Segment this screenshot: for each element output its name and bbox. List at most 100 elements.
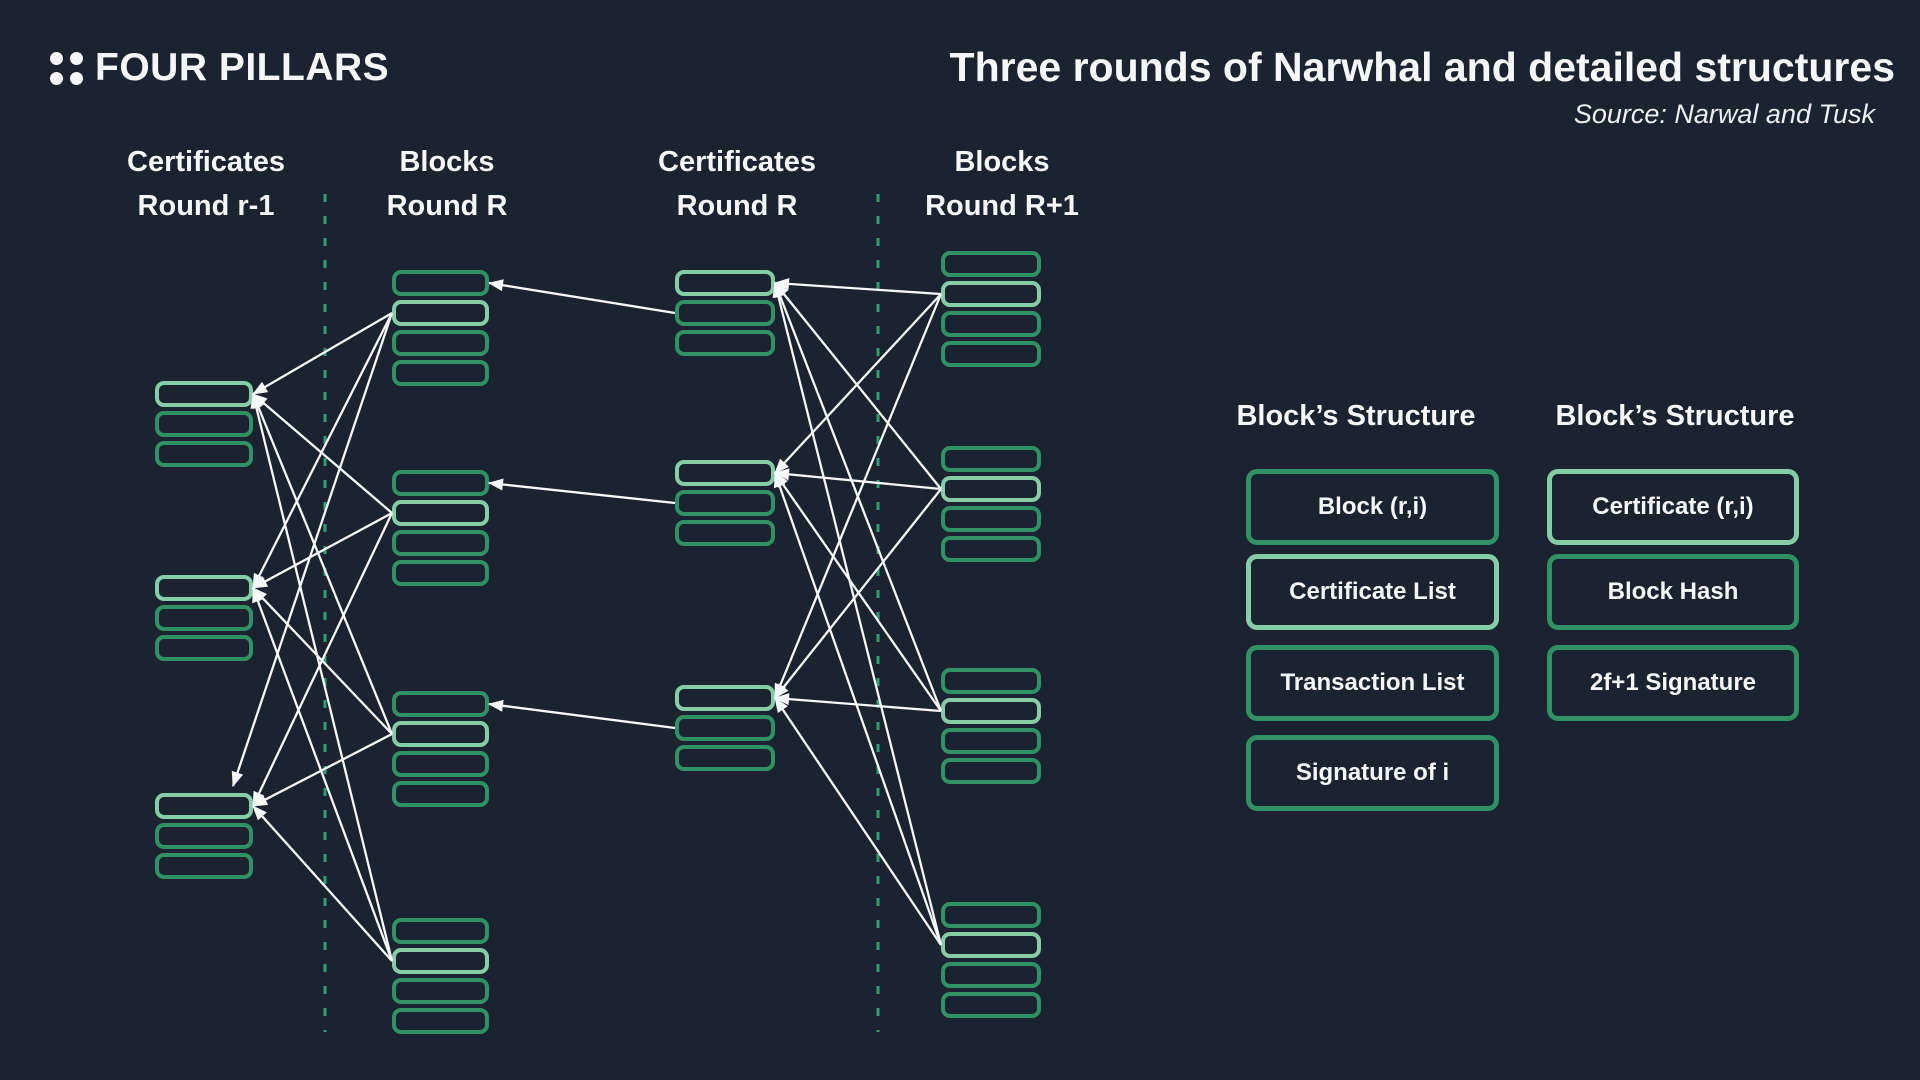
reference-arrow-12 [252, 805, 393, 962]
column-header-2-line1: Blocks [399, 146, 495, 178]
blocks-r1-stack-4-box-4 [941, 992, 1041, 1018]
certificates-r-stack-2-box-1 [675, 460, 775, 486]
certificates-r-1-stack-3-box-2 [155, 823, 253, 849]
blocks-r1-stack-4-box-3 [941, 962, 1041, 988]
logo-text: FOUR PILLARS [95, 46, 390, 89]
reference-arrow-5 [252, 511, 393, 590]
reference-arrow-13 [488, 279, 676, 315]
blocks-r1-stack-2-box-4 [941, 536, 1041, 562]
blocks-r1-stack-1-box-1 [941, 251, 1041, 277]
blocks-r-stack-3-box-1 [392, 691, 489, 717]
blocks-r-stack-2-box-4 [392, 560, 489, 586]
certificates-r-stack-3-box-3 [675, 745, 775, 771]
column-header-3-line1: Certificates [658, 146, 816, 178]
blocks-r-stack-3-box-3 [392, 751, 489, 777]
certificates-r-1-stack-1-box-1 [155, 381, 253, 407]
structure-panel-2-box-2: Block Hash [1547, 554, 1799, 630]
blocks-r-stack-1-box-4 [392, 360, 489, 386]
reference-arrow-15 [488, 699, 676, 730]
reference-arrow-17 [774, 293, 942, 474]
blocks-r-stack-3-box-4 [392, 781, 489, 807]
certificates-r-1-stack-3-box-3 [155, 853, 253, 879]
blocks-r-stack-1-box-2 [392, 300, 489, 326]
reference-arrow-11 [251, 587, 394, 962]
reference-arrows [231, 277, 943, 962]
certificates-r-1-stack-1-box-2 [155, 411, 253, 437]
blocks-r-stack-4-box-4 [392, 1008, 489, 1034]
source-caption: Source: Narwal and Tusk [1573, 99, 1875, 129]
reference-arrow-25 [772, 282, 943, 946]
reference-arrow-16 [774, 277, 942, 296]
reference-arrow-1 [252, 312, 393, 395]
structure-panel-2-title: Block’s Structure [1555, 400, 1795, 432]
blocks-r1-stack-1-box-3 [941, 311, 1041, 337]
page-title: Three rounds of Narwhal and detailed str… [949, 44, 1895, 90]
reference-arrow-9 [252, 732, 393, 808]
blocks-r-stack-2-box-1 [392, 470, 489, 496]
reference-arrow-20 [774, 468, 942, 491]
certificates-r-stack-1-box-2 [675, 300, 775, 326]
blocks-r-stack-2-box-3 [392, 530, 489, 556]
blocks-r-stack-1-box-3 [392, 330, 489, 356]
reference-arrow-8 [252, 587, 393, 735]
certificates-r-1-stack-1-box-3 [155, 441, 253, 467]
certificates-r-stack-3-box-1 [675, 685, 775, 711]
four-pillars-logo: FOUR PILLARS [50, 46, 389, 90]
reference-arrow-19 [774, 282, 942, 490]
certificates-r-1-stack-2-box-2 [155, 605, 253, 631]
structure-panel-2-box-3: 2f+1 Signature [1547, 645, 1799, 721]
column-header-4-line2: Round R+1 [925, 190, 1079, 222]
structure-panel-1-box-2: Certificate List [1246, 554, 1499, 630]
blocks-r-stack-3-box-2 [392, 721, 489, 747]
reference-arrow-7 [251, 393, 394, 735]
reference-arrow-24 [774, 693, 942, 713]
reference-arrow-4 [252, 393, 393, 514]
blocks-r-stack-2-box-2 [392, 500, 489, 526]
blocks-r1-stack-3-box-1 [941, 668, 1041, 694]
certificates-r-stack-2-box-2 [675, 490, 775, 516]
structure-panel-1-box-1: Block (r,i) [1246, 469, 1499, 545]
blocks-r1-stack-2-box-3 [941, 506, 1041, 532]
blocks-r1-stack-1-box-2 [941, 281, 1041, 307]
column-header-1-line1: Certificates [127, 146, 285, 178]
blocks-r1-stack-4-box-1 [941, 902, 1041, 928]
certificates-r-stack-2-box-3 [675, 520, 775, 546]
column-header-4-line1: Blocks [954, 146, 1050, 178]
certificates-r-1-stack-2-box-3 [155, 635, 253, 661]
certificates-r-stack-1-box-3 [675, 330, 775, 356]
reference-arrow-23 [774, 472, 942, 712]
blocks-r1-stack-3-box-4 [941, 758, 1041, 784]
column-header-1-line2: Round r-1 [137, 190, 275, 222]
column-header-2-line2: Round R [386, 190, 508, 222]
blocks-r1-stack-4-box-2 [941, 932, 1041, 958]
four-dots-icon [50, 51, 83, 85]
structure-panel-1-box-4: Signature of i [1246, 735, 1499, 811]
reference-arrow-3 [231, 312, 394, 787]
blocks-r-stack-4-box-2 [392, 948, 489, 974]
blocks-r-stack-4-box-1 [392, 918, 489, 944]
reference-arrow-18 [773, 293, 943, 699]
blocks-r-stack-1-box-1 [392, 270, 489, 296]
blocks-r1-stack-2-box-1 [941, 446, 1041, 472]
reference-arrow-2 [251, 312, 394, 589]
blocks-r1-stack-1-box-4 [941, 341, 1041, 367]
reference-arrow-10 [250, 393, 394, 962]
blocks-r-stack-4-box-3 [392, 978, 489, 1004]
certificates-r-1-stack-2-box-1 [155, 575, 253, 601]
column-header-3-line2: Round R [676, 190, 798, 222]
reference-arrow-6 [251, 512, 394, 807]
blocks-r1-stack-3-box-2 [941, 698, 1041, 724]
reference-arrow-26 [773, 472, 943, 946]
certificates-r-1-stack-3-box-1 [155, 793, 253, 819]
certificates-r-stack-1-box-1 [675, 270, 775, 296]
blocks-r1-stack-2-box-2 [941, 476, 1041, 502]
structure-panel-2-box-1: Certificate (r,i) [1547, 469, 1799, 545]
blocks-r1-stack-3-box-3 [941, 728, 1041, 754]
reference-arrow-22 [773, 282, 943, 712]
structure-panel-1-title: Block’s Structure [1236, 400, 1476, 432]
reference-arrow-21 [774, 488, 942, 699]
certificates-r-stack-3-box-2 [675, 715, 775, 741]
reference-arrow-27 [774, 697, 942, 946]
reference-arrow-14 [488, 478, 676, 505]
